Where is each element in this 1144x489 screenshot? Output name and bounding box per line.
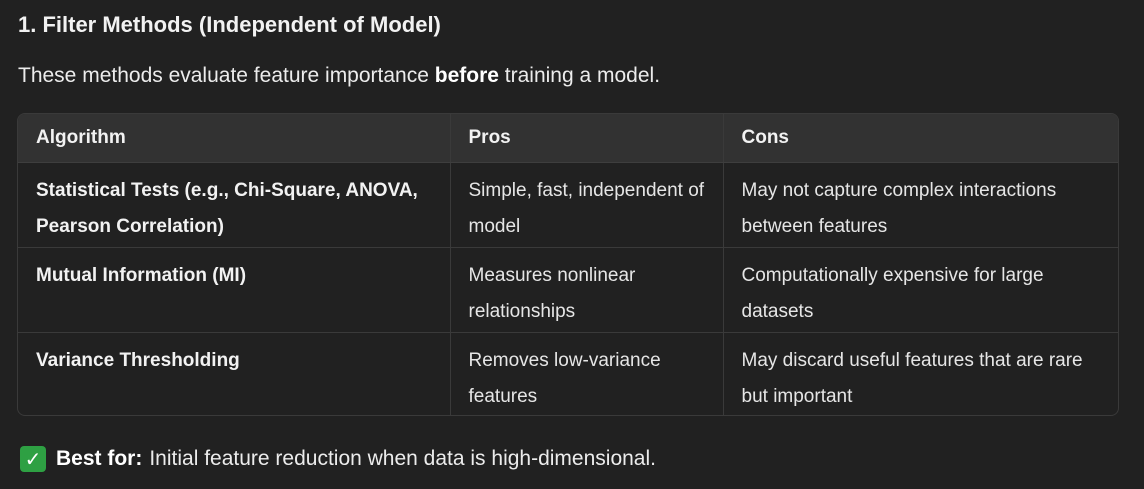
cell-algorithm: Statistical Tests (e.g., Chi-Square, ANO… — [18, 162, 450, 248]
header-cons: Cons — [722, 114, 1118, 163]
best-for-note: ✓ Best for: Initial feature reduction wh… — [20, 443, 656, 475]
table-row: Mutual Information (MI) Measures nonline… — [18, 247, 1118, 333]
header-algorithm: Algorithm — [18, 114, 450, 163]
cell-cons: Computationally expensive for large data… — [722, 247, 1118, 333]
cell-cons: May discard useful features that are rar… — [722, 332, 1118, 415]
comparison-table: Algorithm Pros Cons Statistical Tests (e… — [18, 114, 1118, 415]
table-row: Statistical Tests (e.g., Chi-Square, ANO… — [18, 162, 1118, 248]
comparison-table-container: Algorithm Pros Cons Statistical Tests (e… — [17, 113, 1119, 416]
cell-algorithm: Mutual Information (MI) — [18, 247, 450, 333]
cell-algorithm: Variance Thresholding — [36, 349, 240, 371]
table-header-row: Algorithm Pros Cons — [18, 114, 1118, 163]
check-mark-icon: ✓ — [20, 446, 46, 472]
intro-text-before: These methods evaluate feature importanc… — [18, 64, 435, 87]
section-heading: 1. Filter Methods (Independent of Model) — [18, 12, 441, 37]
cell-cons: May not capture complex interactions bet… — [722, 162, 1118, 248]
header-pros: Pros — [449, 114, 723, 163]
cell-pros: Removes low-variance features — [449, 332, 723, 415]
intro-text-after: training a model. — [498, 64, 661, 87]
cell-pros: Simple, fast, independent of model — [449, 162, 723, 248]
table-row: Variance Thresholding Removes low-varian… — [18, 332, 1118, 415]
intro-paragraph: These methods evaluate feature importanc… — [18, 61, 660, 91]
cell-pros: Measures nonlinear relationships — [449, 247, 723, 333]
best-for-text: Initial feature reduction when data is h… — [149, 447, 656, 470]
intro-bold-text: before — [434, 64, 499, 87]
best-for-label: Best for: — [56, 447, 143, 470]
